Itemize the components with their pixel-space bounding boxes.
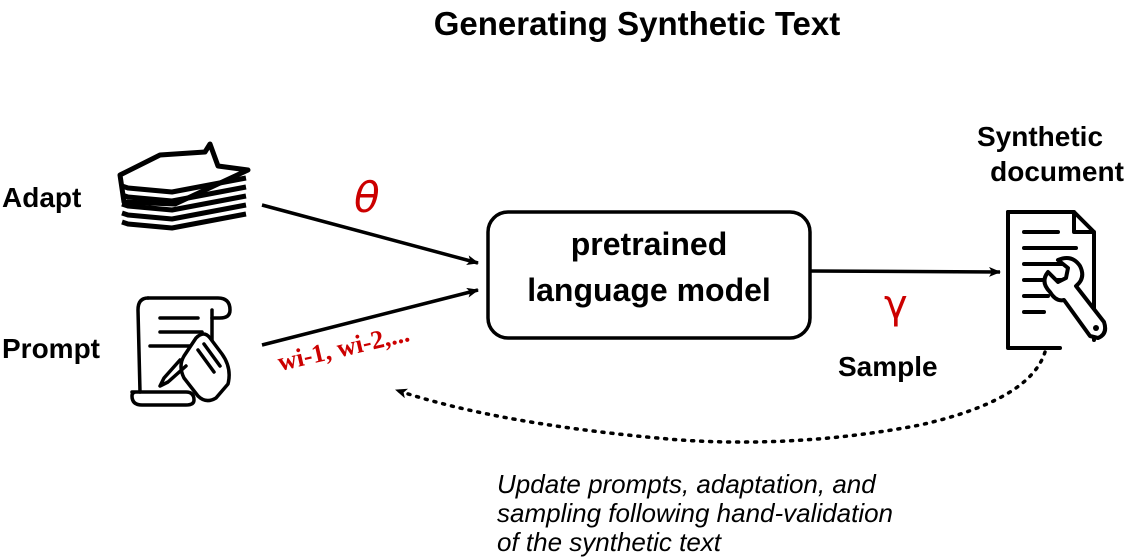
document-with-wrench-icon [1006, 210, 1108, 350]
adapt-label: Adapt [2, 182, 81, 213]
feedback-loop-arrow [394, 350, 1047, 444]
sample-label: Sample [838, 351, 938, 382]
context-tokens-label: wi-1, wi-2,... [275, 318, 412, 376]
feedback-note-line3: of the synthetic text [497, 527, 723, 557]
adapt-to-model-arrow [261, 203, 479, 265]
language-model-box [486, 210, 812, 340]
feedback-note-line1: Update prompts, adaptation, and [497, 469, 877, 499]
synthetic-document-title-line2: document [990, 156, 1124, 187]
diagram-title: Generating Synthetic Text [434, 5, 840, 42]
synthetic-document-title-line1: Synthetic [977, 121, 1103, 152]
model-label-line1: pretrained [571, 226, 727, 262]
model-to-document-arrow [809, 266, 1001, 277]
scroll-with-hand-writing-icon [130, 296, 232, 407]
prompt-to-model-arrow [261, 287, 479, 347]
model-label-line2: language model [527, 272, 771, 308]
theta-parameter-label: θ [354, 173, 380, 222]
gamma-parameter-label: γ [884, 282, 908, 328]
feedback-note-line2: sampling following hand-validation [497, 498, 893, 528]
prompt-label: Prompt [2, 333, 100, 364]
document-stack-icon [117, 141, 251, 231]
